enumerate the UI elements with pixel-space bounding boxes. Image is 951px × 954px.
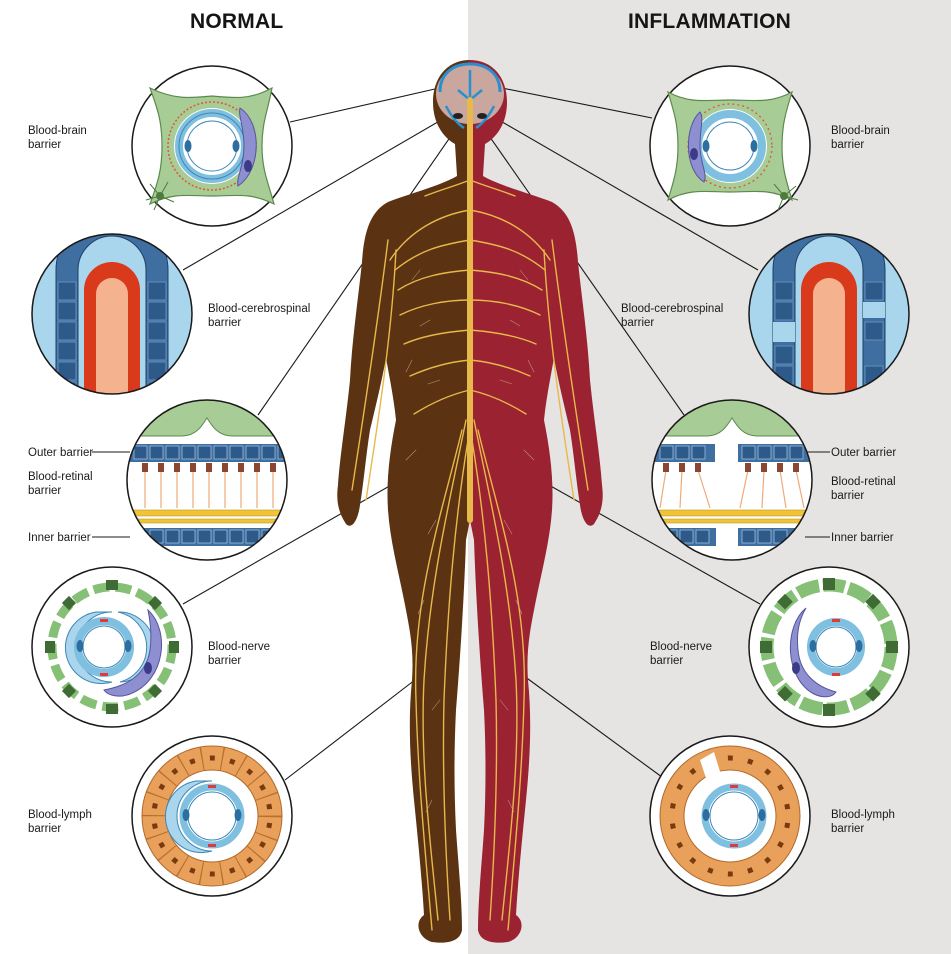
blb-normal-circle [131,735,293,897]
bcsf-inflamed-circle [748,233,910,395]
label-nerve-inflamed: Blood-nerve barrier [650,641,713,667]
bbb-inflamed-circle [649,65,811,227]
brb-inflamed-circle [651,399,813,561]
brain [436,62,504,130]
bnb-normal-circle [31,566,193,728]
label-bbb-normal: Blood-brain barrier [28,125,87,151]
label-lymph-normal: Blood-lymph barrier [28,809,92,835]
label-inner-inflamed: Inner barrier [831,532,894,544]
normal-title: NORMAL [190,10,284,33]
human-body [337,60,603,943]
nervous-system [351,97,589,931]
label-retinal-inflamed: Blood-retinal barrier [831,476,896,502]
brb-normal-circle [126,399,288,561]
label-bbb-inflamed: Blood-brain barrier [831,125,890,151]
connector-lines [92,85,830,781]
label-inner-normal: Inner barrier [28,532,91,544]
bnb-inflamed-circle [748,566,910,728]
label-lymph-inflamed: Blood-lymph barrier [831,809,895,835]
label-nerve-normal: Blood-nerve barrier [208,641,271,667]
bbb-normal-circle [131,65,293,227]
blb-inflamed-circle [649,735,811,897]
label-outer-normal: Outer barrier [28,447,94,459]
label-outer-inflamed: Outer barrier [831,447,897,459]
inflammation-title: INFLAMMATION [628,10,791,33]
label-bcsf-inflamed: Blood-cerebrospinal barrier [621,303,724,329]
label-retinal-normal: Blood-retinal barrier [28,471,93,497]
label-bcsf-normal: Blood-cerebrospinal barrier [208,303,311,329]
bcsf-normal-circle [31,233,193,395]
